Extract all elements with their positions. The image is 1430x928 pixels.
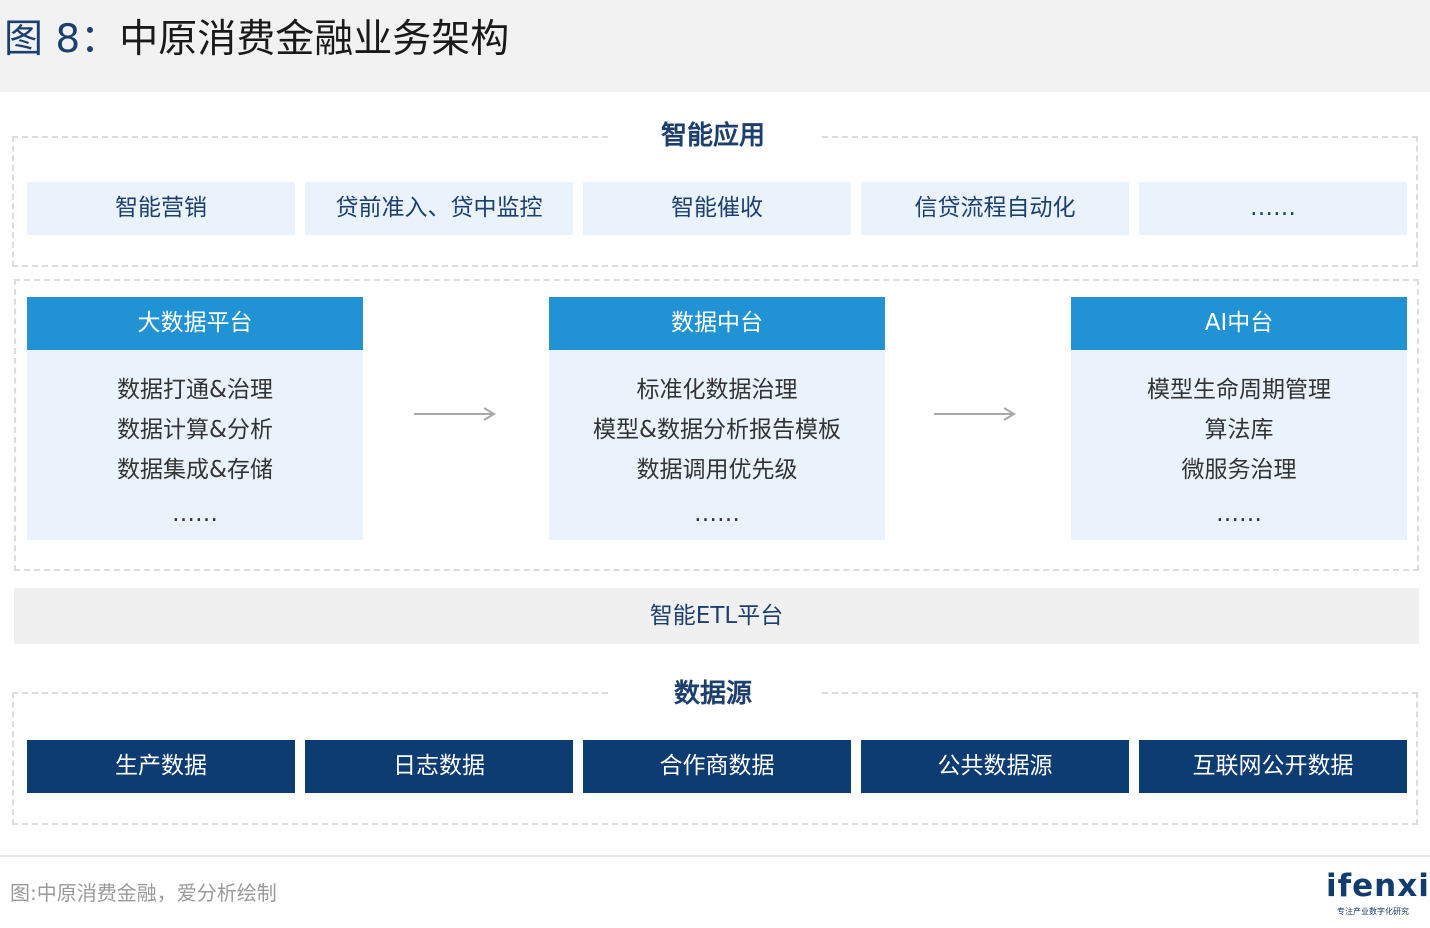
- source-item-internet: 互联网公开数据: [1139, 740, 1407, 793]
- footer-divider: [0, 855, 1430, 857]
- figure-title: 图 8：中原消费金融业务架构: [4, 14, 509, 66]
- platform-capability: 微服务治理: [1181, 457, 1297, 483]
- platform-capability: 数据集成&存储: [117, 457, 273, 483]
- figure-title-text: 中原消费金融业务架构: [119, 17, 510, 62]
- data-source-section-label: 数据源: [608, 674, 818, 714]
- source-item-production: 生产数据: [27, 740, 295, 793]
- platform-title: 数据中台: [549, 297, 885, 350]
- source-item-logs: 日志数据: [305, 740, 573, 793]
- arrow-right-icon: [934, 407, 1016, 421]
- arrow-right-icon: [414, 407, 496, 421]
- platform-capability: 数据调用优先级: [636, 457, 798, 483]
- application-section-label: 智能应用: [608, 116, 818, 156]
- platform-more: ……: [1216, 501, 1262, 527]
- platform-capability: 标准化数据治理: [636, 377, 798, 403]
- platform-ai-middle: AI中台 模型生命周期管理 算法库 微服务治理 ……: [1071, 297, 1407, 540]
- logo-tagline: 专注产业数字化研究: [1337, 907, 1409, 916]
- figure-number: 图 8：: [4, 17, 120, 62]
- platform-more: ……: [694, 501, 740, 527]
- logo-wordmark: ifenxi: [1326, 868, 1430, 904]
- app-item-collection: 智能催收: [583, 182, 851, 235]
- ifenxi-logo: ifenxi 专注产业数字化研究: [1326, 866, 1430, 922]
- figure-header: 图 8：中原消费金融业务架构: [0, 0, 1430, 92]
- app-item-loan-monitoring: 贷前准入、贷中监控: [305, 182, 573, 235]
- platform-title: 大数据平台: [27, 297, 363, 350]
- platform-data-middle: 数据中台 标准化数据治理 模型&数据分析报告模板 数据调用优先级 ……: [549, 297, 885, 540]
- platform-capability: 算法库: [1204, 417, 1274, 443]
- source-item-partners: 合作商数据: [583, 740, 851, 793]
- platform-big-data: 大数据平台 数据打通&治理 数据计算&分析 数据集成&存储 ……: [27, 297, 363, 540]
- app-item-more: ……: [1139, 182, 1407, 235]
- platform-title: AI中台: [1071, 297, 1407, 350]
- source-item-public: 公共数据源: [861, 740, 1129, 793]
- platform-capability: 数据打通&治理: [117, 377, 273, 403]
- source-note: 图:中原消费金融，爱分析绘制: [10, 881, 277, 905]
- platform-capability: 模型生命周期管理: [1147, 377, 1331, 403]
- etl-platform-bar: 智能ETL平台: [14, 588, 1419, 644]
- platform-more: ……: [172, 501, 218, 527]
- platform-section: [14, 279, 1419, 571]
- platform-capability: 模型&数据分析报告模板: [593, 417, 841, 443]
- platform-capability: 数据计算&分析: [117, 417, 273, 443]
- app-item-marketing: 智能营销: [27, 182, 295, 235]
- app-item-credit-automation: 信贷流程自动化: [861, 182, 1129, 235]
